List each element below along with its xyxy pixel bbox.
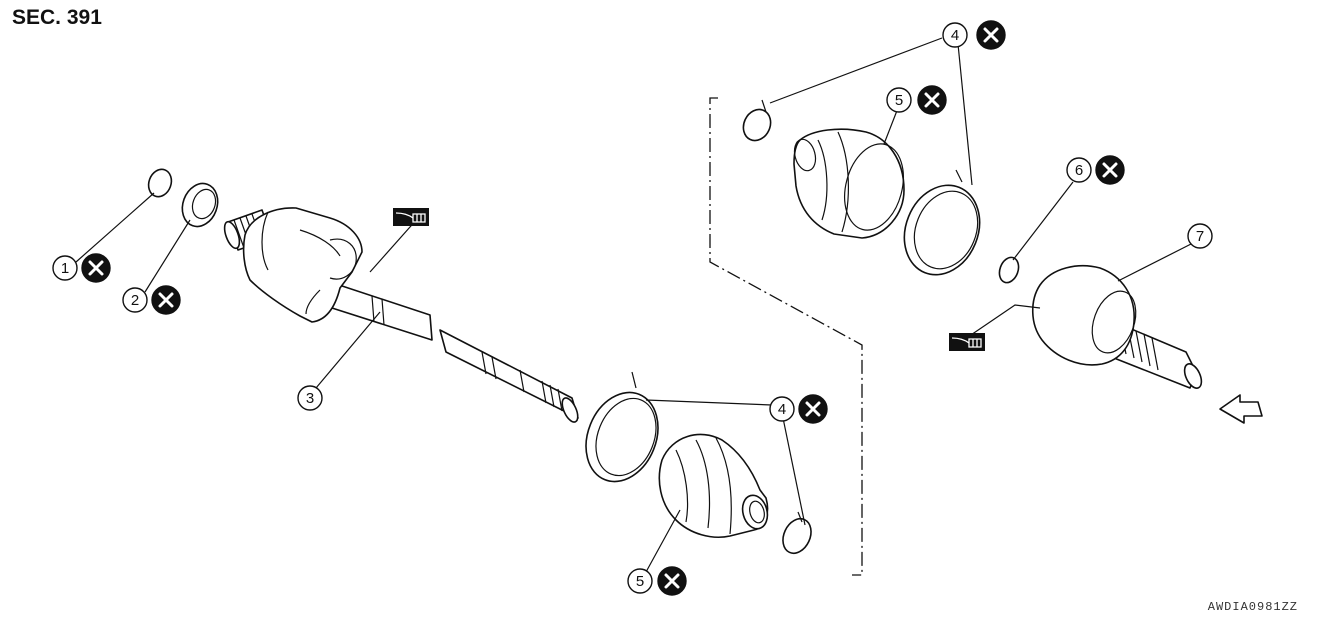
callout-2: 2 <box>122 285 181 315</box>
svg-text:1: 1 <box>61 260 69 277</box>
leader-lines <box>75 37 1194 573</box>
grease-gun-icon <box>949 333 985 351</box>
x-circle-icon <box>798 394 828 424</box>
callout-3: 3 <box>297 385 323 411</box>
snap-ring-part <box>147 168 173 198</box>
svg-text:2: 2 <box>131 292 139 309</box>
callout-6: 6 <box>1066 155 1125 185</box>
section-title: SEC. 391 <box>12 6 102 29</box>
callout-4-lower: 4 <box>769 394 828 424</box>
callout-7: 7 <box>1187 223 1213 249</box>
grease-gun-icon <box>393 208 429 226</box>
housing-shaft-part <box>223 207 579 423</box>
callout-4-upper: 4 <box>942 20 1006 50</box>
group-bracket <box>709 97 863 576</box>
x-circle-icon <box>657 566 687 596</box>
svg-text:6: 6 <box>1075 162 1083 179</box>
boot-upper-part <box>793 128 905 239</box>
small-clamp-upper-part <box>742 99 772 142</box>
callout-5-lower: 5 <box>627 566 687 596</box>
outer-joint-part <box>1031 264 1203 389</box>
x-circle-icon <box>81 253 111 283</box>
svg-text:3: 3 <box>306 390 314 407</box>
svg-text:4: 4 <box>778 401 786 418</box>
figure-code: AWDIA0981ZZ <box>1207 600 1298 614</box>
boot-band-upper-part <box>903 169 981 276</box>
x-circle-icon <box>1095 155 1125 185</box>
small-clamp-lower-part <box>782 511 812 555</box>
arrow-icon <box>1219 394 1263 424</box>
dust-shield-part <box>181 182 219 228</box>
boot-lower-part <box>658 433 769 538</box>
circular-clip-part <box>998 256 1020 284</box>
callout-5-upper: 5 <box>886 85 947 115</box>
svg-text:5: 5 <box>895 92 903 109</box>
svg-text:4: 4 <box>951 27 959 44</box>
svg-text:7: 7 <box>1196 228 1204 245</box>
boot-band-lower-part <box>585 371 659 483</box>
x-circle-icon <box>151 285 181 315</box>
x-circle-icon <box>917 85 947 115</box>
x-circle-icon <box>976 20 1006 50</box>
svg-text:5: 5 <box>636 573 644 590</box>
callout-1: 1 <box>52 253 111 283</box>
